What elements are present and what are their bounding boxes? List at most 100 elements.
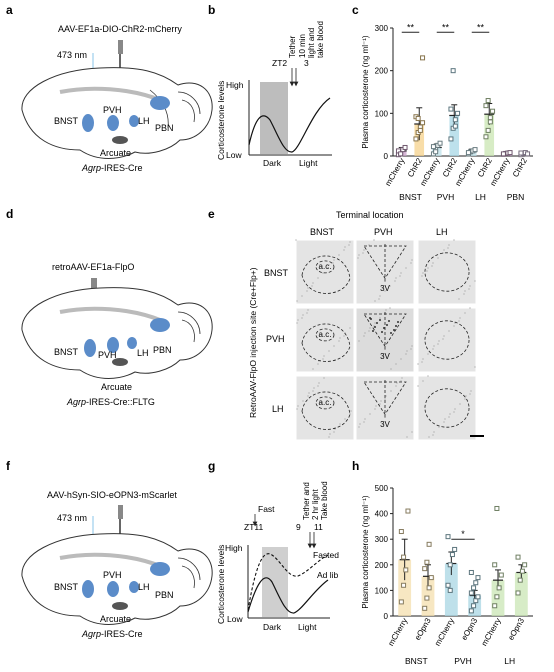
region-bnst-d xyxy=(84,339,96,357)
tissue-speckle xyxy=(306,290,308,292)
tissue-speckle xyxy=(378,298,380,300)
data-point xyxy=(472,147,478,153)
micrograph-tile xyxy=(417,307,477,373)
terminal-location-title: Terminal location xyxy=(336,210,404,220)
group-label: LH xyxy=(504,656,515,666)
tissue-speckle xyxy=(442,338,444,340)
y-axis-label: Plasma corticosterone (ng ml⁻¹) xyxy=(361,35,370,148)
tissue-speckle xyxy=(318,382,320,384)
tissue-speckle xyxy=(438,426,440,428)
tether-label-g: Tether and xyxy=(302,482,311,520)
data-point xyxy=(483,103,489,109)
data-point xyxy=(415,115,421,121)
data-point xyxy=(403,567,409,573)
terminal-dot xyxy=(372,330,374,332)
panel-letter-h: h xyxy=(352,459,359,473)
terminal-dot xyxy=(388,320,390,322)
data-point xyxy=(452,546,458,552)
tissue-speckle xyxy=(374,322,376,324)
ac-outline xyxy=(315,328,335,342)
region-arcuate-a xyxy=(112,136,128,144)
panel-letter-b: b xyxy=(208,3,215,17)
laser-label-a: 473 nm xyxy=(57,50,87,60)
tissue-speckle xyxy=(395,385,397,387)
lh-outline xyxy=(424,388,470,428)
data-point xyxy=(448,106,454,112)
injector-cap-f xyxy=(118,505,123,519)
tissue-speckle xyxy=(349,241,351,243)
tissue-speckle xyxy=(432,434,434,436)
tissue-speckle xyxy=(395,277,397,279)
data-point xyxy=(485,98,491,104)
data-point xyxy=(433,149,439,155)
ac-label: a.c. xyxy=(319,262,332,271)
high-label-g: High xyxy=(225,543,243,553)
takeblood-label-b: take blood xyxy=(316,21,325,58)
tissue-speckle xyxy=(357,257,359,259)
y-tick-label: 200 xyxy=(375,67,389,76)
data-point xyxy=(485,127,491,133)
panel-letter-d: d xyxy=(6,207,13,221)
panel-letter-f: f xyxy=(6,459,11,473)
data-point xyxy=(487,119,493,125)
panel-b: b Corticosterone levels High Low Dark Li… xyxy=(208,3,332,168)
tissue-speckle xyxy=(343,335,345,337)
high-label-b: High xyxy=(226,80,244,90)
region-arcuate-f xyxy=(112,602,128,610)
tissue-speckle xyxy=(459,403,461,405)
tissue-speckle xyxy=(437,343,439,345)
tissue-speckle xyxy=(358,426,360,428)
micrograph-tile xyxy=(417,375,477,441)
tissue-speckle xyxy=(328,350,330,352)
region-label-pvh-f: PVH xyxy=(103,570,122,580)
tissue-speckle xyxy=(444,418,446,420)
data-point xyxy=(525,151,531,157)
ylabel-b: Corticosterone levels xyxy=(216,81,226,160)
tissue-speckle xyxy=(362,252,364,254)
bnst-outline xyxy=(301,391,351,430)
tissue-speckle xyxy=(443,335,445,337)
tissue-speckle xyxy=(296,300,298,302)
tissue-speckle xyxy=(454,322,456,324)
tissue-speckle xyxy=(333,345,335,347)
terminal-dot xyxy=(383,327,385,329)
eleven-label-g: 11 xyxy=(314,522,323,532)
x-tick-label: ChR2 xyxy=(476,156,494,179)
tissue-speckle xyxy=(427,375,429,377)
terminal-dot xyxy=(370,318,372,320)
data-point xyxy=(447,562,453,568)
tissue-speckle xyxy=(411,259,413,261)
bnst-outline xyxy=(301,323,351,362)
tissue-speckle xyxy=(344,418,346,420)
x-tick-label: mCherry xyxy=(386,617,409,648)
tissue-speckle xyxy=(437,257,439,259)
tissue-speckle xyxy=(348,244,350,246)
region-pvh-a xyxy=(107,115,119,131)
dark-period-b xyxy=(260,82,288,154)
tissue-speckle xyxy=(339,423,341,425)
tissue-speckle xyxy=(465,395,467,397)
region-label-pbn-f: PBN xyxy=(155,590,174,600)
arcuate-label-a: Arcuate xyxy=(100,148,131,158)
tissue-speckle xyxy=(432,262,434,264)
x-tick-label: mCherry xyxy=(480,617,503,648)
white-matter-a xyxy=(59,86,161,102)
tissue-speckle xyxy=(464,312,466,314)
tissue-speckle xyxy=(369,413,371,415)
ac-label: a.c. xyxy=(319,330,332,339)
tissue-speckle xyxy=(400,380,402,382)
tissue-speckle xyxy=(453,239,455,241)
tissue-speckle xyxy=(374,408,376,410)
tissue-speckle xyxy=(302,400,304,402)
panel-f: f AAV-hSyn-SIO-eOPN3-mScarlet 473 nm BNS… xyxy=(6,459,213,639)
ac-label: a.c. xyxy=(319,398,332,407)
tissue-speckle xyxy=(417,363,419,365)
tissue-speckle xyxy=(384,290,386,292)
panel-letter-c: c xyxy=(352,3,359,17)
lightand-label-b: light and xyxy=(307,28,316,58)
tissue-speckle xyxy=(464,398,466,400)
terminal-dot xyxy=(379,319,381,321)
data-point xyxy=(428,575,434,581)
tissue-speckle xyxy=(311,285,313,287)
tissue-speckle xyxy=(447,247,449,249)
